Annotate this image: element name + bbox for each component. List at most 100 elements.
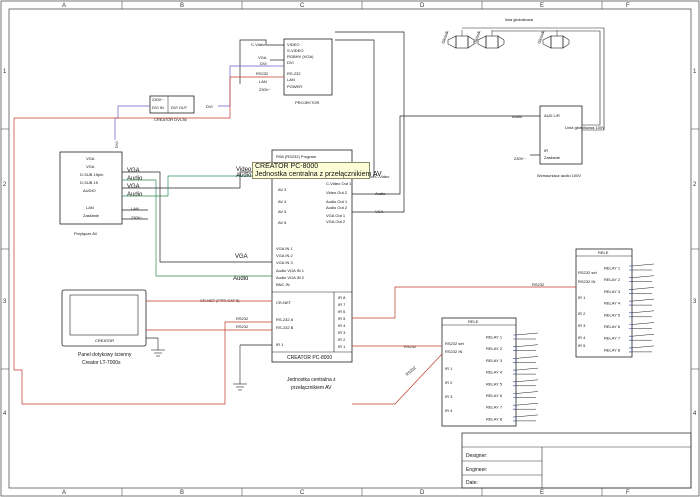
relay-terminal-wire[interactable] (515, 402, 539, 406)
src-port: LAN (86, 205, 94, 210)
src-out-lan: LAN (131, 206, 139, 211)
relay-terminal-wire[interactable] (631, 322, 655, 325)
amp-aud-lr: AUD L/R (544, 113, 560, 118)
title-block: Designer: Engineer: Date: (461, 432, 692, 489)
pc8000-av5: AV 5 (278, 209, 287, 214)
relay-contact (513, 416, 517, 422)
relay-terminal-wire[interactable] (515, 367, 539, 371)
amp-ir: IR (544, 148, 548, 153)
pc8000-vga-in: Audio VGA IN 2 (276, 275, 305, 280)
relay-contact (629, 300, 633, 306)
projector-in-rs232: RS-232 (287, 71, 301, 76)
pc8000-rs232a: RS-232 A (276, 317, 293, 322)
relay-terminal-wire[interactable] (515, 414, 539, 418)
pc8000-vga-in: VGA IN 2 (276, 253, 293, 258)
pc8000-rs232b: RS-232 B (276, 325, 294, 330)
pc8000-block[interactable]: RS8 (RS232) Program Video Audio AV 3 AV … (233, 149, 390, 391)
relay-terminal-wire[interactable] (631, 275, 655, 278)
col-label-b: B (180, 3, 184, 9)
speaker-icon (542, 35, 570, 49)
src-port: Zasilanie (83, 213, 100, 218)
src-port: D-SUB 15 (80, 180, 99, 185)
col-label-b-bottom: B (180, 490, 184, 496)
row-label-2-right: 2 (693, 182, 697, 188)
projector-label-rs232: RS232 (256, 71, 269, 76)
amp-audio-label: Audio (512, 114, 523, 119)
speakers-group: linia głośnikowa Głośnik Głośnik Głośnik (440, 17, 605, 131)
src-out-audio-2: Audio (127, 192, 143, 198)
projector-in-lan: LAN (287, 77, 295, 82)
pc8000-ir-right: IR 6 (338, 309, 346, 314)
relay-contact (513, 381, 517, 387)
relay-output-label: RELAY 4 (604, 301, 621, 306)
relay-left-title: RELE (468, 319, 479, 324)
relay-terminal-wire[interactable] (515, 332, 539, 336)
dvi36-block[interactable]: 230V~ DVI IN DVI OUT CREATOR DVI-36 DVI … (114, 95, 213, 148)
relay-contact (513, 404, 517, 410)
relay-terminal-wire[interactable] (631, 345, 655, 349)
relay-terminal-wire[interactable] (515, 391, 539, 394)
projector-block[interactable]: VIDEO S-VIDEO RGBHV (VGA) DVI RS-232 LAN… (251, 38, 333, 105)
relay-left-rs-label-2: RS232 (404, 365, 417, 377)
src-caption: Przyłącze AV (74, 231, 98, 236)
col-label-e-bottom: E (540, 490, 544, 496)
pc8000-vga-in: Audio VGA IN 1 (276, 268, 305, 273)
speaker-icon (447, 35, 475, 49)
pc8000-ir-right: IR 7 (338, 302, 346, 307)
pc8000-top-port: RS8 (RS232) Program (276, 154, 317, 159)
relay-right-in: IR 1 (578, 295, 586, 300)
relay-terminal-wire[interactable] (631, 263, 655, 267)
relay-terminal-wire[interactable] (631, 287, 655, 290)
pc8000-name: CREATOR PC-8000 (287, 355, 332, 361)
col-label-c-bottom: C (300, 490, 305, 496)
av-sources-block[interactable]: VGA VGA D-SUB 15pin D-SUB 15 AUDIO LAN Z… (59, 151, 143, 236)
src-out-vga-2: VGA (127, 184, 140, 190)
col-label-d: D (420, 3, 425, 9)
touch-panel-brand: CREATOR (95, 338, 114, 343)
tooltip-title: CREATOR PC-8000 (255, 163, 319, 170)
pc8000-vga-in: VGA IN 1 (276, 246, 293, 251)
amp-power: Zasilanie (544, 155, 561, 160)
relay-right-title: RELE (598, 250, 609, 255)
dvi36-out: DVI OUT (171, 105, 188, 110)
relay-contact (629, 289, 633, 294)
pc8000-video-in: Video (236, 167, 252, 173)
dvi36-in: DVI IN (152, 105, 164, 110)
relay-terminal-wire[interactable] (515, 379, 539, 383)
projector-in-dvi: DVI (287, 60, 294, 65)
pc8000-ir-right: IR 5 (338, 316, 346, 321)
relay-output-label: RELAY 7 (486, 405, 503, 410)
amplifier-block[interactable]: AUD L/R Linia głośnikowa 100V IR Zasilan… (512, 105, 605, 178)
relay-terminal-wire[interactable] (631, 310, 655, 314)
relay-left-in: IR 3 (445, 394, 453, 399)
relay-left-rs-label: RS232 (404, 344, 417, 349)
projector-label-lan: LAN (259, 79, 267, 84)
relay-module-left[interactable]: RELE RS232 set RS232 IN IR 1 IR 2 IR 3 I… (404, 317, 539, 427)
projector-in-vga: RGBHV (VGA) (287, 54, 314, 59)
row-label-1-right: 1 (693, 69, 697, 75)
pc8000-vga-out: VGA (375, 209, 384, 214)
speaker-label-2: Głośnik (472, 30, 481, 44)
relay-terminal-wire[interactable] (515, 344, 539, 347)
src-port: D-SUB 15pin (80, 172, 103, 177)
relay-terminal-wire[interactable] (515, 356, 539, 359)
relay-terminal-wire[interactable] (631, 333, 655, 337)
relay-module-right[interactable]: RELE RS232 set RS232 IN IR 1 IR 2 IR 3 I… (532, 248, 655, 358)
projector-label-vga: VGA (258, 55, 267, 60)
row-label-2: 2 (3, 182, 7, 188)
amp-caption: Wzmacniacz audio 100V (537, 173, 581, 178)
relay-output-label: RELAY 8 (486, 416, 503, 421)
speaker-icon (477, 35, 505, 49)
device-tooltip: CREATOR PC-8000 Jednostka centralna z pr… (252, 162, 382, 179)
projector-label-cvideo: C-Video (251, 42, 266, 47)
relay-output-label: RELAY 2 (604, 277, 621, 282)
pc8000-out: VGA Out 2 (326, 219, 346, 224)
touch-panel[interactable]: CREATOR Panel dotykowy ścienny Creator L… (61, 289, 249, 366)
wires (13, 31, 576, 405)
relay-terminal-wire[interactable] (631, 298, 655, 302)
relay-output-label: RELAY 2 (486, 346, 503, 351)
projector-in-video: VIDEO (287, 42, 299, 47)
touch-panel-caption-2: Creator LT-7000s (82, 360, 121, 366)
pc8000-out: Video Out 2 (326, 190, 348, 195)
relay-left-in: IR 1 (445, 366, 453, 371)
